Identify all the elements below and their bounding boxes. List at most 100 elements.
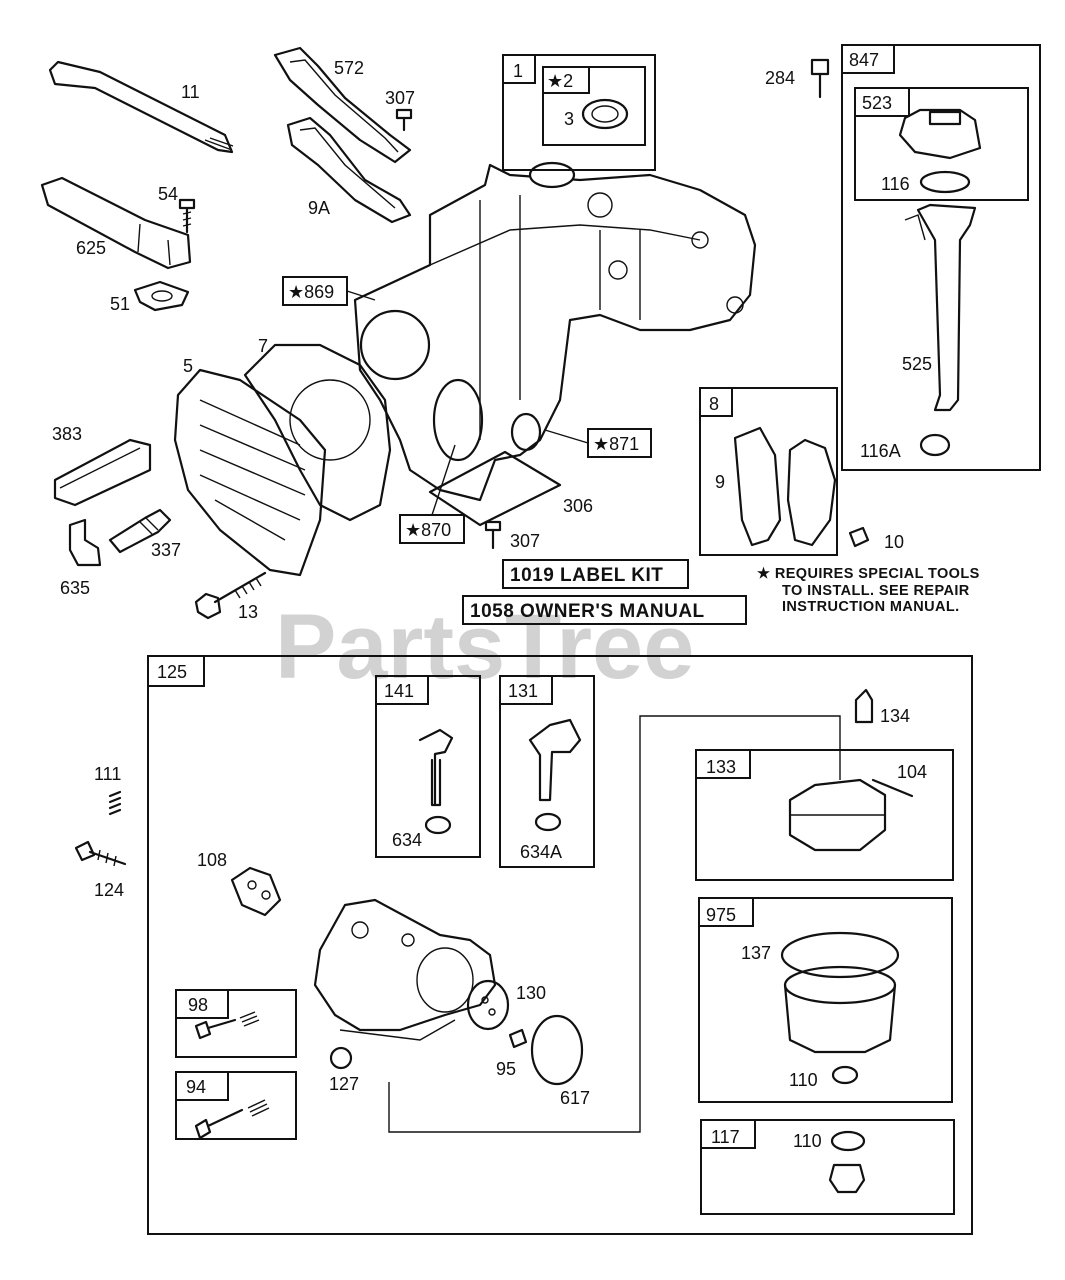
note-line-3: INSTRUCTION MANUAL. [782,599,960,615]
part-13-bolt[interactable] [194,571,267,620]
part-51-gasket[interactable] [133,280,190,312]
assembly-bracket-line [388,715,841,1133]
label-127: 127 [329,1074,359,1094]
part-7-head-gasket[interactable] [243,343,392,522]
part-10-plug[interactable] [848,526,870,548]
part-116A-o-ring[interactable] [919,433,951,457]
part-54-screw[interactable] [178,198,196,234]
part-94-needle[interactable] [194,1099,270,1140]
kit-box-8-tab [699,387,733,417]
part-fuel-bowl[interactable] [783,965,897,1054]
label-125: 125 [157,662,187,682]
part-127-plug[interactable] [329,1046,353,1070]
kit-box-117-tab [700,1119,756,1149]
part-625-handle[interactable] [40,176,192,270]
kit-box-2 [542,66,646,146]
owners-manual-box [462,595,747,625]
kit-box-117 [700,1119,955,1215]
label-141: 141 [384,681,414,701]
special-tools-note: ★ REQUIRES SPECIAL TOOLS TO INSTALL. SEE… [757,566,980,615]
kit-box-975-tab [698,897,754,927]
part-383-shield[interactable] [53,438,152,507]
part-5-cylinder-head[interactable] [173,368,327,577]
note-line-1: ★ REQUIRES SPECIAL TOOLS [757,566,980,582]
label-306: 306 [563,496,593,516]
part-110-washer-a[interactable] [831,1065,859,1085]
label-kit-box [502,559,689,589]
part-carburetor-body[interactable] [313,898,497,1041]
part-133-float[interactable] [788,778,887,852]
part-engine-block[interactable] [353,161,757,502]
part-117-bowl-nut[interactable] [828,1163,866,1194]
part-634-washer[interactable] [424,815,452,835]
part-307-screw-top[interactable] [395,108,413,132]
label-307-b: 307 [510,531,540,551]
label-9A: 9A [308,198,330,218]
label-94: 94 [186,1077,206,1097]
part-634A-seal[interactable] [534,812,562,832]
part-124-screw[interactable] [74,840,127,867]
kit-box-1-tab [502,54,536,84]
label-124: 124 [94,880,124,900]
part-98-screw-spring[interactable] [194,1011,260,1040]
part-131-choke-shaft[interactable] [528,718,582,802]
part-111-spring[interactable] [108,790,122,816]
kit-box-975 [698,897,953,1103]
kit-box-98-tab [175,989,229,1019]
label-8: 8 [709,394,719,414]
part-9A-gasket[interactable] [286,116,412,224]
part-572-gasket[interactable] [273,46,412,164]
label-634: 634 [392,830,422,850]
label-116A: 116A [860,441,901,461]
kit-box-125 [147,655,973,1235]
part-108-plate[interactable] [230,866,282,917]
label-110-b: 110 [793,1131,822,1151]
label-95: 95 [496,1059,516,1079]
label-104: 104 [897,762,927,782]
label-133: 133 [706,757,736,777]
part-130-diaphragm[interactable] [466,979,510,1031]
label-111: 111 [94,764,121,784]
label-625: 625 [76,238,106,258]
label-137: 137 [741,943,771,963]
label-383: 383 [52,424,82,444]
label-572: 572 [334,58,364,78]
label-kit-text: 1019 LABEL KIT [510,565,663,586]
label-635: 635 [60,578,90,598]
label-98: 98 [188,995,208,1015]
part-337-spark-plug[interactable] [108,508,172,554]
kit-box-133 [695,749,954,881]
kit-box-847 [841,44,1041,471]
part-307-screw-bottom[interactable] [484,520,502,550]
label-523: 523 [862,93,892,113]
part-141-float-needle[interactable] [418,728,454,807]
label-975: 975 [706,905,736,925]
kit-box-94 [175,1071,297,1140]
part-11-dipstick-tube[interactable] [48,60,234,154]
part-523-dipstick-cap[interactable] [898,108,982,160]
part-110-washer-b[interactable] [830,1130,866,1152]
label-10: 10 [884,532,904,552]
part-104-pin[interactable] [871,778,914,798]
kit-box-523-tab [854,87,910,117]
kit-box-98 [175,989,297,1058]
label-5: 5 [183,356,193,376]
part-116-o-ring[interactable] [919,170,971,194]
part-134-fitting[interactable] [854,688,874,724]
label-13: 13 [238,602,258,622]
label-131: 131 [508,681,538,701]
part-95-screw[interactable] [508,1028,528,1049]
part-635-spark-plug-cap[interactable] [68,518,102,567]
part-284-fitting[interactable] [810,58,830,99]
part-3-oil-seal[interactable] [581,98,629,130]
part-9-gasket[interactable] [733,426,782,547]
part-525-dipstick-tube[interactable] [904,203,977,412]
label-51: 51 [110,294,130,314]
part-617-gasket[interactable] [530,1014,584,1086]
part-137-gasket[interactable] [780,931,900,979]
label-847: 847 [849,50,879,70]
kit-box-125-tab [147,655,205,687]
part-8-breather-cover[interactable] [786,438,837,547]
